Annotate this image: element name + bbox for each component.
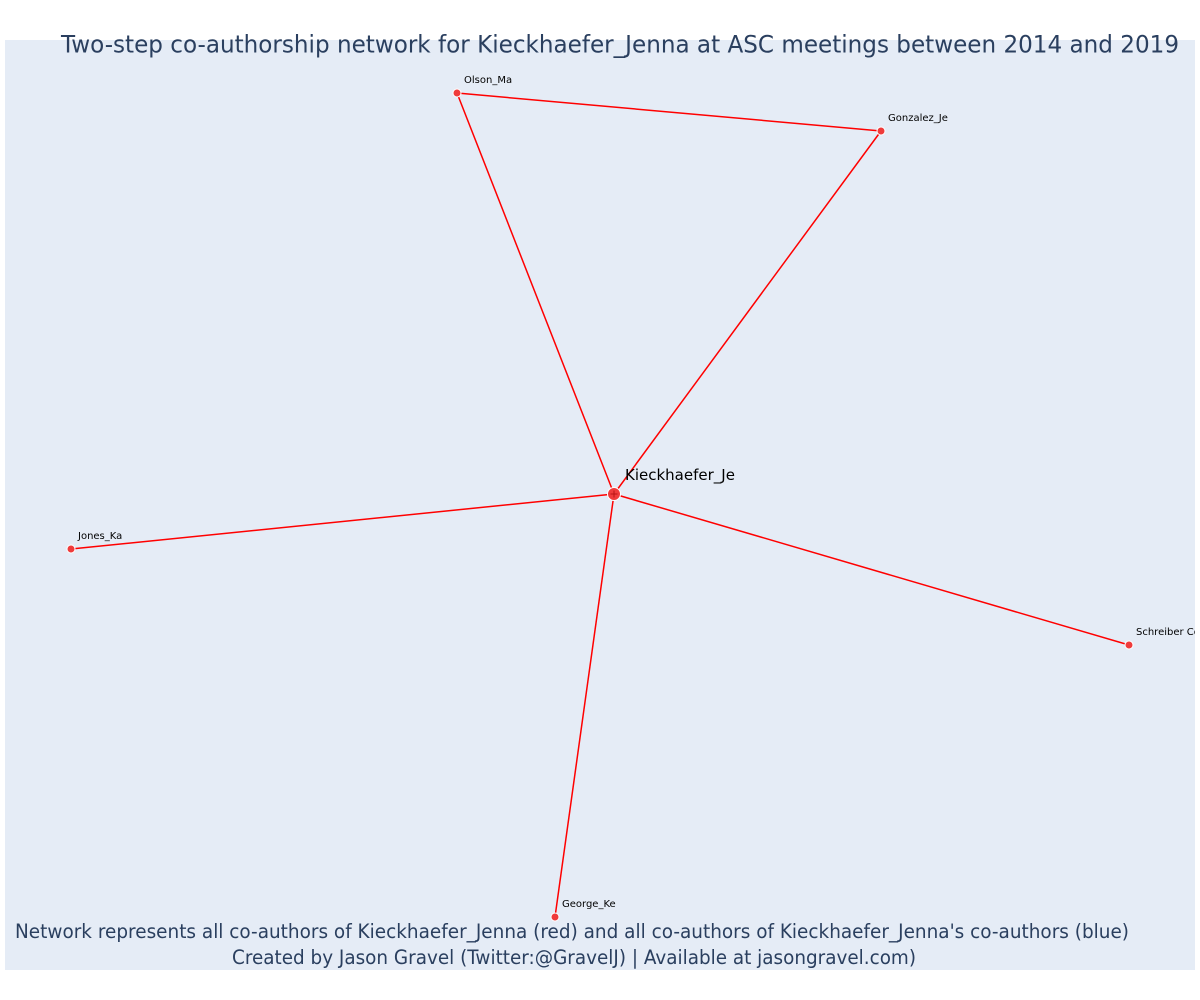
edge-jones-kieckhaefer bbox=[70, 493, 615, 550]
node-layer bbox=[66, 88, 1134, 922]
plot-background bbox=[5, 40, 1195, 970]
edge-gonzalez-kieckhaefer bbox=[613, 130, 882, 495]
node-schreiber[interactable] bbox=[1124, 640, 1134, 650]
edge-olson-gonzalez bbox=[456, 92, 882, 132]
label-layer: Kieckhaefer_Je Olson_MaGonzalez_JeJones_K… bbox=[77, 75, 1200, 910]
node-label-kieckhaefer: Kieckhaefer_Je bbox=[625, 466, 735, 485]
node-gonzalez[interactable] bbox=[876, 126, 886, 136]
node-label-schreiber: Schreiber Co bbox=[1136, 627, 1200, 638]
caption-line-2: Created by Jason Gravel (Twitter:@Gravel… bbox=[232, 946, 916, 969]
node-label-george: George_Ke bbox=[562, 899, 616, 910]
edge-layer bbox=[70, 92, 1130, 918]
node-label-olson: Olson_Ma bbox=[464, 75, 512, 86]
chart-title: Two-step co-authorship network for Kieck… bbox=[60, 31, 1179, 59]
node-label-jones: Jones_Ka bbox=[77, 531, 122, 542]
edge-schreiber-kieckhaefer bbox=[613, 493, 1130, 646]
node-jones[interactable] bbox=[66, 544, 76, 554]
edge-olson-kieckhaefer bbox=[456, 92, 615, 495]
node-label-gonzalez: Gonzalez_Je bbox=[888, 113, 948, 124]
node-olson[interactable] bbox=[452, 88, 462, 98]
node-george[interactable] bbox=[550, 912, 560, 922]
caption-line-1: Network represents all co-authors of Kie… bbox=[15, 920, 1129, 943]
edge-george-kieckhaefer bbox=[554, 493, 615, 918]
